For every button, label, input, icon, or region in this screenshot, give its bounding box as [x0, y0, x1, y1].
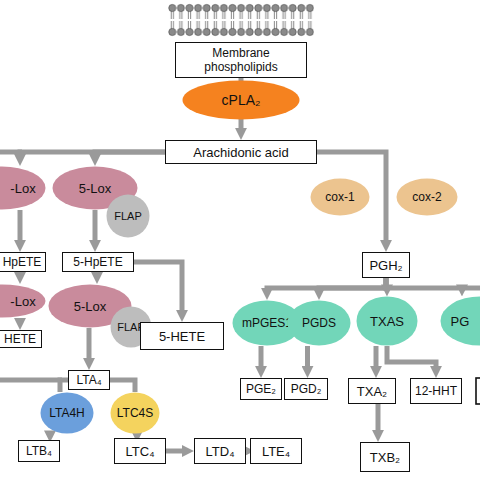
pathway-arrow — [20, 152, 165, 158]
node-fill — [397, 179, 458, 216]
node-fill — [288, 301, 351, 346]
node-label: cPLA₂ — [222, 92, 261, 108]
node-label: 5-HETE — [159, 329, 205, 344]
node-label: 5-HpETE — [73, 255, 122, 269]
pathway-line — [0, 378, 62, 383]
cropped-box — [476, 378, 480, 404]
node-label: LTA₄ — [76, 373, 101, 387]
cofactor-circle: FLAP — [106, 194, 150, 238]
node-fill — [441, 297, 480, 346]
node-label: FLAP — [114, 210, 142, 223]
pathway-arrow — [18, 318, 23, 322]
pathway-arrow — [95, 152, 165, 158]
product-box: HETE — [0, 330, 42, 348]
node-label: LTC4S — [117, 406, 153, 420]
pathway-arrow — [305, 346, 310, 370]
node-label: LTD₄ — [206, 444, 235, 459]
product-box: PGH₂ — [362, 252, 410, 278]
node-label: PG — [451, 314, 470, 329]
product-box: TXB₂ — [360, 442, 410, 472]
product-box: LTB₄ — [18, 440, 60, 462]
substrate-box: Arachidonic acid — [165, 140, 317, 164]
pathway-arrow — [18, 210, 23, 244]
node-fill — [357, 297, 418, 346]
product-box: LTA₄ — [68, 370, 110, 390]
enzyme-ellipse: -Lox — [0, 284, 46, 318]
pathway-arrow — [110, 380, 135, 392]
product-box: LTE₄ — [250, 438, 302, 464]
enzyme-circle: LTC4S — [110, 392, 160, 434]
product-box: LTD₄ — [194, 438, 246, 464]
node-label: HETE — [4, 332, 36, 346]
pathway-arrow — [18, 272, 23, 276]
enzyme-ellipse: cox-1 — [310, 178, 370, 216]
node-fill — [0, 285, 46, 318]
pathway-arrow — [134, 262, 182, 314]
node-label: 12-HHT — [415, 384, 457, 398]
pathway-arrow — [386, 278, 462, 289]
node-fill — [107, 195, 150, 238]
node-label: 5-Lox — [74, 299, 107, 314]
pathway-arrow — [376, 404, 381, 434]
node-label: LTC₄ — [126, 444, 155, 459]
pathway-arrow — [267, 278, 386, 292]
node-label: 5-Lox — [79, 181, 112, 196]
node-label: Membrane phospholipids — [176, 46, 306, 74]
product-box: PGE₂ — [240, 378, 282, 400]
node-fill — [41, 393, 94, 434]
pathway-arrow — [95, 272, 100, 276]
pathway-arrow — [60, 380, 68, 392]
node-label: PGE₂ — [246, 382, 276, 396]
pathway-arrow — [166, 449, 186, 454]
node-label: -Lox — [10, 294, 35, 309]
node-label: cox-1 — [325, 190, 354, 204]
pathway-arrow — [48, 432, 53, 438]
node-label: PGDS — [302, 316, 336, 330]
product-box: LTC₄ — [114, 438, 166, 464]
pathway-arrow — [319, 278, 386, 292]
substrate-box: Membrane phospholipids — [175, 42, 307, 78]
pathway-arrow — [387, 346, 436, 370]
node-label: -Lox — [10, 181, 35, 196]
enzyme-ellipse: -Lox — [0, 166, 46, 210]
product-box: HpETE — [0, 252, 46, 272]
node-fill — [183, 81, 300, 120]
pathway-arrow — [93, 210, 98, 244]
lipid-bilayer — [168, 3, 314, 37]
pathway-arrow — [374, 346, 379, 370]
node-fill — [0, 167, 46, 210]
product-box: 5-HpETE — [62, 252, 134, 272]
enzyme-ellipse: TXAS — [356, 296, 418, 346]
product-box: 5-HETE — [140, 322, 224, 350]
pathway-arrow — [87, 328, 92, 362]
node-label: PGH₂ — [369, 258, 402, 273]
node-label: TXB₂ — [370, 450, 400, 465]
node-label: Arachidonic acid — [193, 145, 288, 160]
node-label: LTA4H — [49, 406, 85, 420]
node-label: mPGES1 — [242, 316, 292, 330]
enzyme-ellipse: PG — [440, 296, 480, 346]
node-label: PGD₂ — [291, 382, 322, 396]
node-label: LTB₄ — [26, 444, 52, 458]
pathway-arrow — [317, 152, 386, 244]
enzyme-ellipse: PGDS — [287, 300, 351, 346]
enzyme-circle: LTA4H — [40, 392, 94, 434]
pathway-arrow — [259, 346, 264, 370]
node-label: TXAS — [370, 314, 404, 329]
node-fill — [111, 393, 160, 434]
product-box: TXA₂ — [348, 378, 396, 404]
enzyme-ellipse: cox-2 — [396, 178, 458, 216]
enzyme-ellipse: cPLA₂ — [182, 80, 300, 120]
node-label: cox-2 — [412, 190, 441, 204]
node-label: TXA₂ — [357, 384, 387, 399]
product-box: 12-HHT — [410, 378, 462, 404]
node-label: HpETE — [3, 255, 42, 269]
product-box: PGD₂ — [284, 378, 328, 400]
node-label: LTE₄ — [262, 444, 290, 459]
node-fill — [311, 179, 370, 216]
